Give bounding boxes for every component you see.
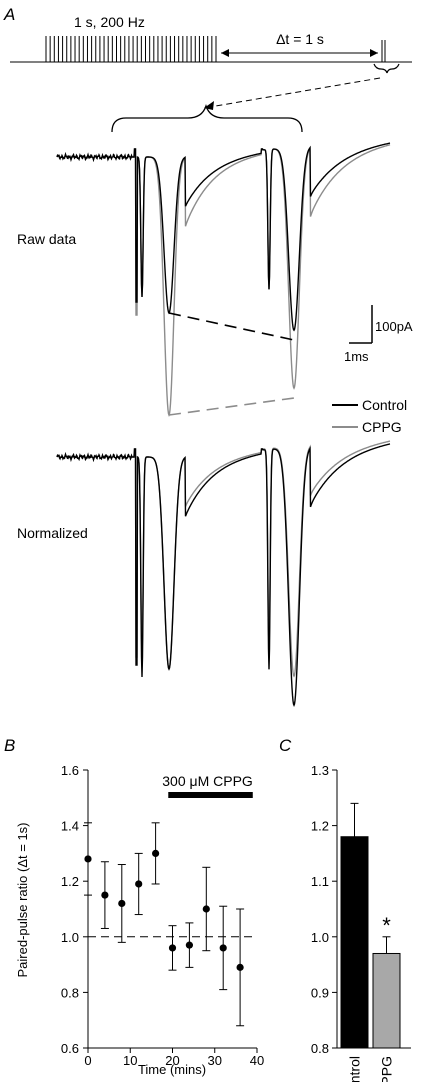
b-x-tick-label: 30 — [208, 1053, 222, 1068]
stimulation-protocol: 1 s, 200 Hz Δt = 1 s — [10, 14, 412, 133]
raw-trace-cppg — [56, 144, 391, 417]
c-y-tick-label: 1.0 — [311, 930, 329, 945]
b-x-tick-label: 10 — [123, 1053, 137, 1068]
b-y-tick-label: 1.6 — [61, 763, 79, 778]
legend: Control CPPG — [332, 397, 407, 435]
scale-y-label: 100pA — [375, 319, 413, 334]
panel-b-letter: B — [4, 736, 15, 755]
c-significance-marker: * — [382, 913, 391, 938]
b-data-point — [219, 944, 227, 952]
raw-data-label: Raw data — [17, 231, 76, 247]
panel-b-chart: 0.6 0.8 1.0 1.2 1.4 1.6 0 10 20 30 40 300 μM CPPG… — [15, 763, 264, 1077]
c-category-label: CPPG — [379, 1056, 395, 1082]
b-x-axis-label: Time (mins) — [138, 1062, 206, 1077]
b-y-tick-label: 1.2 — [61, 874, 79, 889]
c-bar-control — [340, 836, 369, 1049]
c-y-tick-label: 0.9 — [311, 985, 329, 1000]
b-x-tick-label: 20 — [165, 1053, 179, 1068]
legend-label-cppg: CPPG — [362, 419, 402, 435]
b-data-point — [84, 855, 92, 863]
b-y-tick-label: 0.6 — [61, 1041, 79, 1056]
interval-arrow-right-head — [370, 49, 378, 57]
b-y-axis-label: Paired-pulse ratio (Δt = 1s) — [15, 823, 30, 978]
b-data-point — [202, 905, 210, 913]
normalized-label: Normalized — [17, 525, 88, 541]
zoom-dashed-arrow — [209, 77, 381, 108]
b-y-tick-label: 1.4 — [61, 819, 79, 834]
normalized-trace-control — [56, 443, 391, 707]
stim-train-label: 1 s, 200 Hz — [74, 14, 145, 30]
legend-label-control: Control — [362, 397, 407, 413]
b-data-points — [84, 822, 245, 1027]
b-y-ticks: 0.6 0.8 1.0 1.2 1.4 1.6 — [61, 763, 88, 1056]
stimulus-train — [45, 36, 217, 62]
interval-label: Δt = 1 s — [276, 31, 324, 47]
b-y-tick-label: 0.8 — [61, 985, 79, 1000]
b-x-tick-label: 0 — [84, 1053, 91, 1068]
b-x-ticks: 0 10 20 30 40 — [84, 1048, 264, 1068]
raw-peak-line-cppg — [168, 397, 295, 416]
c-y-tick-label: 1.1 — [311, 874, 329, 889]
b-x-tick-label: 40 — [250, 1053, 264, 1068]
zoom-brace-small — [373, 63, 400, 74]
panel-a-letter: A — [3, 5, 15, 24]
b-data-point — [185, 941, 193, 949]
normalized-traces — [56, 440, 391, 707]
normalized-trace-cppg — [56, 440, 391, 678]
panel-c-letter: C — [279, 736, 292, 755]
raw-traces — [56, 142, 391, 417]
scale-bar: 100pA 1ms — [344, 305, 413, 364]
b-data-point — [101, 891, 109, 899]
b-data-point — [118, 899, 126, 908]
b-data-point — [236, 963, 244, 971]
b-y-tick-label: 1.0 — [61, 930, 79, 945]
interval-arrow-left-head — [221, 49, 229, 57]
zoom-brace-large — [111, 103, 303, 133]
c-y-ticks: 0.8 0.9 1.0 1.1 1.2 1.3 — [311, 763, 337, 1056]
c-bar-cppg — [372, 952, 401, 1049]
b-annotation-label: 300 μM CPPG — [162, 773, 253, 789]
c-bars: * — [340, 802, 401, 1049]
b-data-point — [152, 849, 160, 858]
raw-trace-control — [56, 142, 391, 332]
b-data-point — [135, 880, 143, 888]
c-y-tick-label: 1.2 — [311, 819, 329, 834]
c-category-labels: Control CPPG — [347, 1056, 395, 1082]
c-y-tick-label: 1.3 — [311, 763, 329, 778]
raw-peak-line-control — [168, 312, 295, 341]
b-data-point — [168, 944, 177, 952]
c-category-label: Control — [347, 1056, 363, 1082]
scale-x-label: 1ms — [344, 349, 369, 364]
panel-c-chart: 0.8 0.9 1.0 1.1 1.2 1.3 * Control CPPG — [311, 763, 411, 1082]
c-y-tick-label: 0.8 — [311, 1041, 329, 1056]
